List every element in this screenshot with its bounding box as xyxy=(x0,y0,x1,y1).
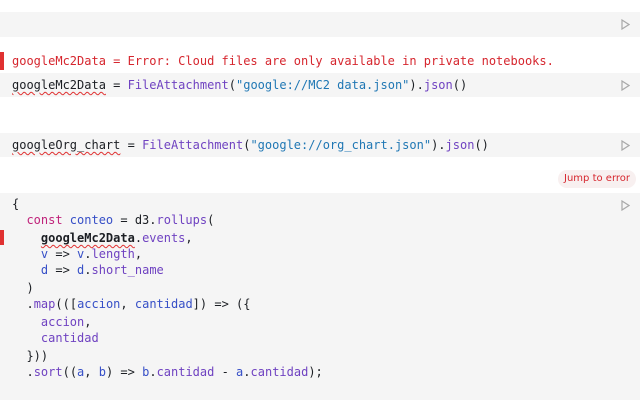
error-indicator xyxy=(0,52,4,70)
method-name: json xyxy=(423,78,453,92)
method-name: json xyxy=(445,138,475,152)
org-chart-cell[interactable]: googleOrg_chart = FileAttachment("google… xyxy=(0,133,640,157)
jump-to-error-button[interactable]: Jump to error xyxy=(558,170,636,188)
play-icon[interactable] xyxy=(621,19,630,30)
string-literal: "google://MC2 data.json" xyxy=(236,78,410,92)
code-line: v => v.length, xyxy=(40,247,143,261)
code-line: })) xyxy=(12,349,49,363)
code-line: { xyxy=(12,197,20,211)
paren: () xyxy=(452,78,468,92)
code-line: ) xyxy=(12,281,34,295)
code-line: accion, xyxy=(40,315,92,329)
error-message: googleMc2Data = Error: Cloud files are o… xyxy=(12,54,554,68)
code-line: googleMc2Data.events, xyxy=(40,231,193,245)
paren: ( xyxy=(243,138,251,152)
code-line: const conteo = d3.rollups( xyxy=(26,213,215,227)
conteo-cell[interactable]: { const conteo = d3.rollups( googleMc2Da… xyxy=(0,193,640,400)
eq: = xyxy=(120,138,143,152)
code-line: d => d.short_name xyxy=(40,263,164,277)
fn-name: FileAttachment xyxy=(142,138,244,152)
org-var-name: googleOrg_chart xyxy=(12,138,121,152)
fn-name: FileAttachment xyxy=(127,78,229,92)
paren: ). xyxy=(431,138,446,152)
paren: ). xyxy=(409,78,424,92)
string-literal: "google://org_chart.json" xyxy=(250,138,432,152)
mc2-data-cell[interactable]: googleMc2Data = FileAttachment("google:/… xyxy=(0,73,640,97)
empty-cell[interactable] xyxy=(0,12,640,37)
eq: = xyxy=(105,78,128,92)
org-chart-code: googleOrg_chart = FileAttachment("google… xyxy=(12,137,489,153)
code-line: cantidad xyxy=(40,331,99,345)
play-icon[interactable] xyxy=(621,200,630,211)
play-icon[interactable] xyxy=(621,140,630,151)
error-token: googleMc2Data xyxy=(40,231,135,245)
play-icon[interactable] xyxy=(621,80,630,91)
mc2-var-name: googleMc2Data xyxy=(12,78,106,92)
paren: ( xyxy=(228,78,236,92)
code-line: .sort((a, b) => b.cantidad - a.cantidad)… xyxy=(12,365,323,379)
paren: () xyxy=(474,138,489,152)
mc2-data-code: googleMc2Data = FileAttachment("google:/… xyxy=(12,77,467,93)
error-line-indicator xyxy=(0,230,4,245)
code-line: .map(([accion, cantidad]) => ({ xyxy=(12,297,251,311)
